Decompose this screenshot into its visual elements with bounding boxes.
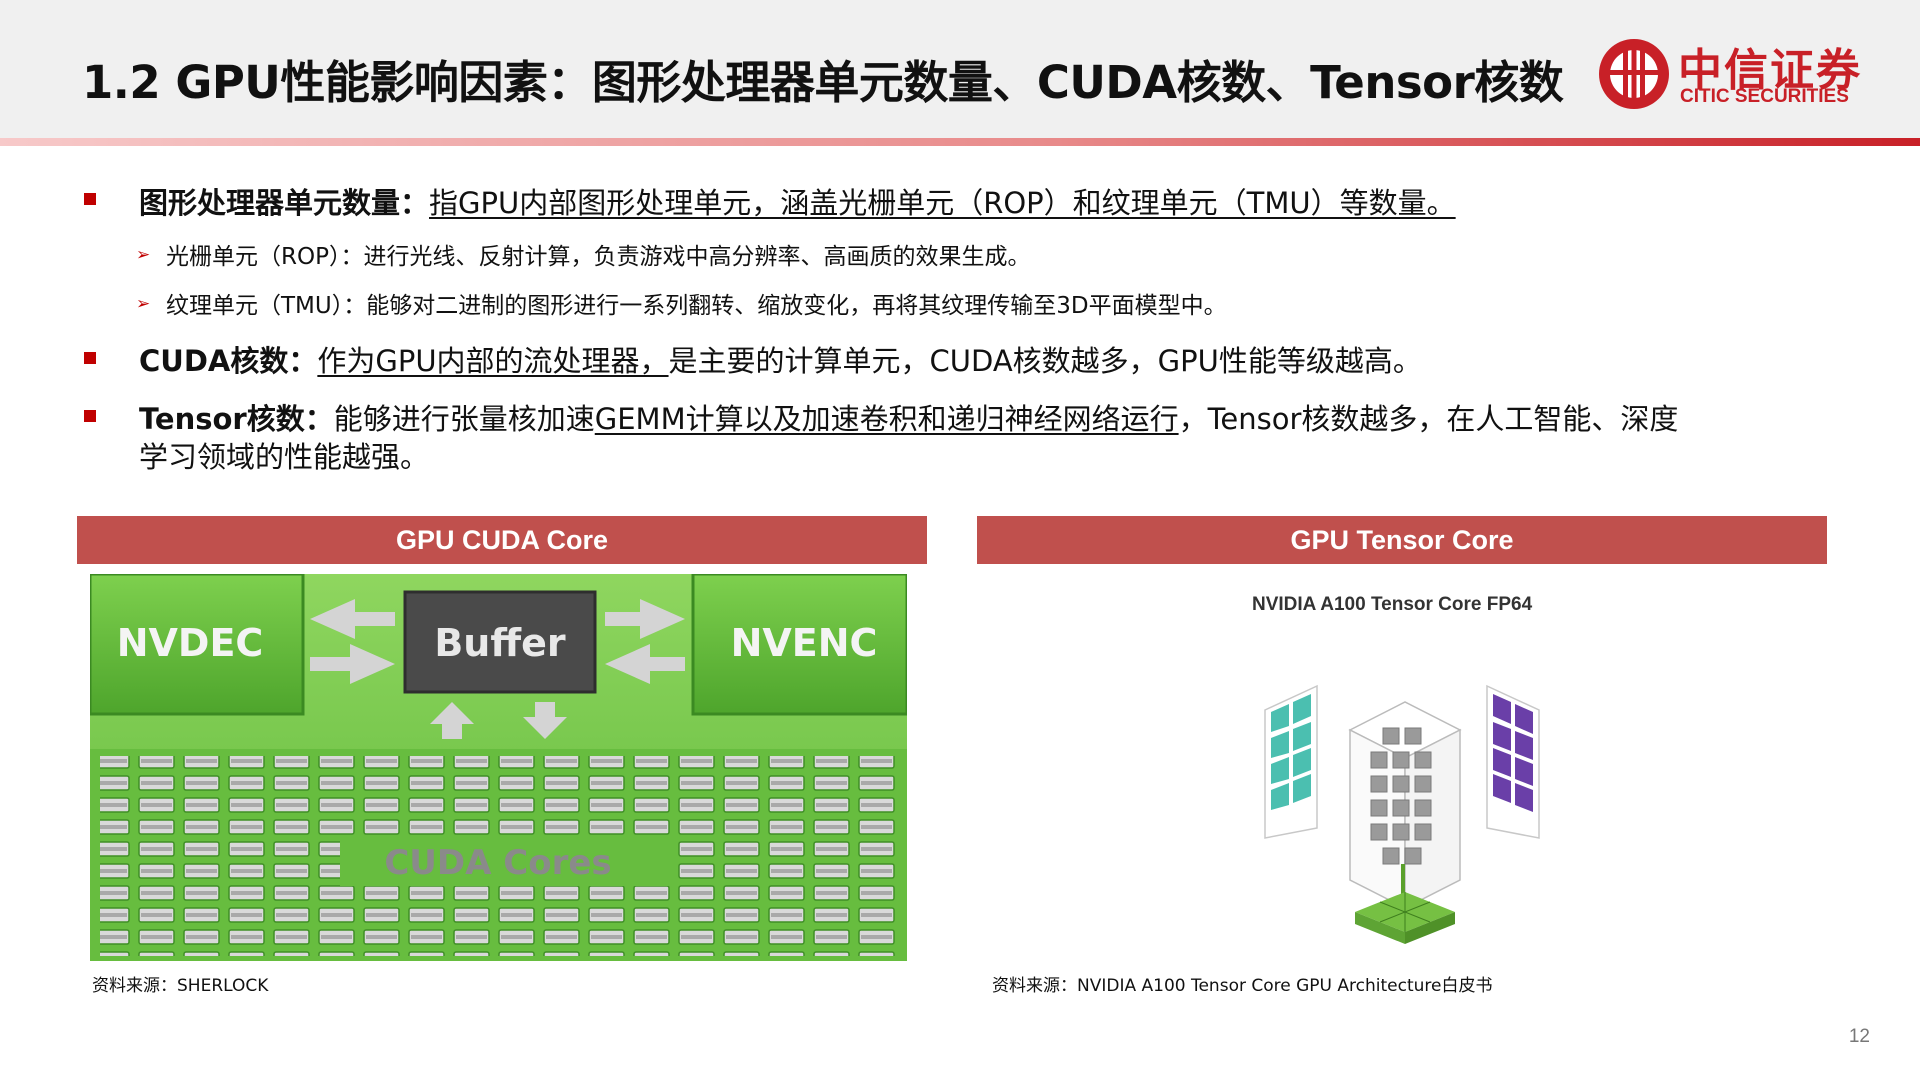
- page-number: 12: [1848, 1026, 1870, 1047]
- bullet-marker: [84, 352, 96, 364]
- tensor-core-diagram: [1255, 680, 1555, 960]
- citic-logo: 中信证券 CITIC SECURITIES: [1596, 34, 1876, 114]
- panel-title-tensor: GPU Tensor Core: [977, 516, 1827, 564]
- nvenc-label: NVENC: [731, 621, 878, 665]
- citic-emblem-icon: [1599, 39, 1669, 109]
- bullet-text: ，Tensor核数越多，在人工智能、深度: [1178, 402, 1679, 436]
- cuda-cores-label: CUDA Cores: [384, 843, 611, 883]
- bullet-underlined-text: 作为GPU内部的流处理器，: [317, 344, 669, 378]
- bullet-text: 是主要的计算单元，CUDA核数越多，GPU性能等级越高。: [668, 344, 1422, 378]
- source-note-left: 资料来源：SHERLOCK: [92, 976, 269, 996]
- page-title: 1.2 GPU性能影响因素：图形处理器单元数量、CUDA核数、Tensor核数: [82, 56, 1564, 109]
- bullet-text: 能够进行张量核加速: [333, 402, 595, 436]
- panel-title-cuda: GPU CUDA Core: [77, 516, 927, 564]
- bullet-tensor-cores: Tensor核数：能够进行张量核加速GEMM计算以及加速卷积和递归神经网络运行，…: [139, 396, 1678, 438]
- bullet-cuda-cores: CUDA核数：作为GPU内部的流处理器，是主要的计算单元，CUDA核数越多，GP…: [139, 338, 1422, 380]
- bullet-term: CUDA核数：: [139, 344, 318, 378]
- source-note-right: 资料来源：NVIDIA A100 Tensor Core GPU Archite…: [992, 976, 1493, 996]
- cuda-core-illustration: NVDEC Buffer NVENC CUDA Cores: [88, 572, 909, 961]
- logo-english-text: CITIC SECURITIES: [1680, 86, 1849, 107]
- cuda-core-diagram: NVDEC Buffer NVENC CUDA Cores: [88, 572, 909, 961]
- sub-arrow-icon: ➢: [136, 294, 151, 314]
- tensor-caption: NVIDIA A100 Tensor Core FP64: [1252, 594, 1533, 615]
- bullet-graphics-units: 图形处理器单元数量：指GPU内部图形处理单元，涵盖光栅单元（ROP）和纹理单元（…: [139, 180, 1456, 222]
- bullet-marker: [84, 193, 96, 205]
- nvdec-label: NVDEC: [117, 621, 264, 665]
- tensor-core-illustration: [1264, 684, 1540, 944]
- bullet-underlined-text: GEMM计算以及加速卷积和递归神经网络运行: [594, 402, 1179, 436]
- sub-bullet-tmu: 纹理单元（TMU）：能够对二进制的图形进行一系列翻转、缩放变化，再将其纹理传输至…: [166, 293, 1227, 319]
- buffer-label: Buffer: [434, 621, 566, 665]
- logo-chinese-text: 中信证券: [1678, 45, 1862, 96]
- bullet-text: 指GPU内部图形处理单元，涵盖光栅单元（ROP）和纹理单元（TMU）等数量。: [429, 186, 1456, 220]
- bullet-tensor-cores-line2: 学习领域的性能越强。: [139, 440, 430, 474]
- bullet-term: Tensor核数：: [139, 402, 334, 436]
- header-divider: [0, 138, 1920, 146]
- bullet-marker: [84, 410, 96, 422]
- bullet-term: 图形处理器单元数量：: [139, 186, 430, 220]
- sub-bullet-rop: 光栅单元（ROP）：进行光线、反射计算，负责游戏中高分辨率、高画质的效果生成。: [166, 244, 1031, 270]
- sub-arrow-icon: ➢: [136, 245, 151, 265]
